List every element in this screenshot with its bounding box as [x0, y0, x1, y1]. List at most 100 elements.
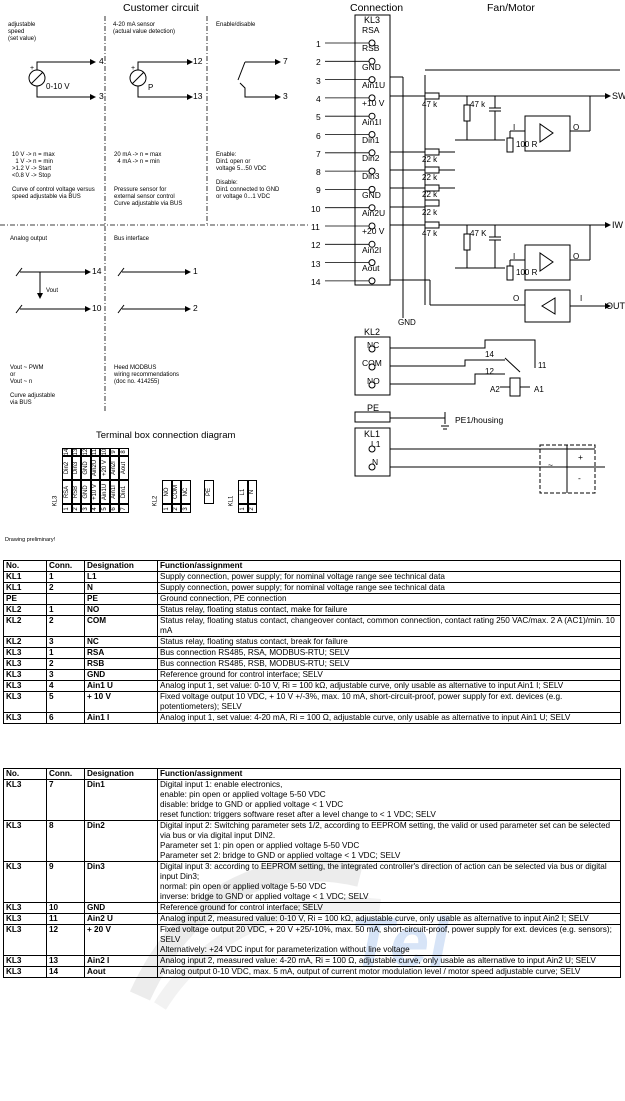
tbox-kl3-bottom: RSA	[62, 480, 72, 504]
table-cell: 3	[46, 636, 85, 648]
terminal-circle	[368, 185, 376, 193]
table-cell: KL3	[3, 691, 47, 713]
kl3-number: 13	[311, 258, 321, 269]
tbox-kl3-topnum: 10	[100, 448, 110, 456]
supply-plus-mark: +	[578, 452, 583, 462]
terminal-circle	[368, 240, 376, 248]
t2-col-conn: Conn.	[46, 768, 85, 780]
bus-interface-description: Heed MODBUS wiring recommendations (doc …	[114, 365, 180, 385]
svg-text:+: +	[30, 65, 34, 72]
tbox-kl3-topnum-text: 9	[111, 450, 118, 454]
tbox-kl3-topnum: 14	[62, 448, 72, 456]
table-cell: KL3	[3, 658, 47, 670]
table-cell: Supply connection, power supply; for nom…	[157, 582, 621, 594]
speed-terminal-a: 4	[99, 56, 104, 66]
terminal-circle	[368, 381, 376, 389]
t1-col-conn: Conn.	[46, 560, 85, 572]
sensor-description: 20 mA -> n = max 4 mA -> n = min Pressur…	[114, 152, 183, 207]
tbox-kl2-num: 2	[171, 504, 181, 513]
tbox-kl2-pin: COM	[171, 480, 181, 504]
tbox-kl3-num: 4	[90, 504, 100, 513]
tbox-kl3-top-text: Aout	[120, 461, 127, 475]
table-cell: 3	[46, 669, 85, 681]
table-cell: Analog output 0-10 VDC, max. 5 mA, outpu…	[157, 966, 621, 978]
customer-circuit-heading: Customer circuit	[123, 2, 199, 14]
kl1-pin-l1: L1	[371, 439, 381, 449]
tbox-pe-text: PE	[205, 487, 212, 497]
tbox-kl3-bottom: +10 V	[90, 480, 100, 504]
table-cell: NC	[84, 636, 158, 648]
table-cell: KL2	[3, 615, 47, 637]
tbox-kl2-num-text: 3	[182, 506, 189, 511]
analog-terminal-b: 10	[92, 303, 102, 313]
terminal-circle	[368, 131, 376, 138]
terminal-circle	[368, 167, 376, 175]
terminal-circle	[368, 94, 376, 102]
tbox-kl2-num: 1	[162, 504, 172, 513]
tbox-kl3-label: KL3	[52, 495, 59, 507]
table-cell: 12	[46, 924, 85, 956]
t2-col-designation: Designation	[84, 768, 158, 780]
table-cell: 1	[46, 571, 85, 583]
tbox-kl1-pin-text: L1	[239, 488, 246, 496]
t1-col-function: Function/assignment	[157, 560, 621, 572]
kl3-pin: Aout	[362, 262, 380, 273]
resistor-r3: 100 R	[516, 140, 538, 149]
io-letter-6: I	[580, 294, 583, 303]
table-cell: Status relay, floating status contact, b…	[157, 636, 621, 648]
table-cell: Digital input 1: enable electronics, ena…	[157, 779, 621, 821]
connection-heading: Connection	[350, 2, 404, 14]
enable-description: Enable: Din1 open or voltage 5...50 VDC …	[216, 152, 280, 200]
bus-interface-lines	[117, 267, 185, 314]
enable-terminal-a: 7	[283, 56, 288, 66]
terminal-circle	[368, 259, 376, 267]
terminal-circle	[368, 149, 376, 157]
terminal-circle	[368, 204, 376, 212]
table-cell: PE	[84, 593, 158, 605]
table-cell: RSA	[84, 647, 158, 659]
sensor-source-label: P	[148, 83, 154, 92]
tbox-kl3-topnum-text: 14	[63, 448, 70, 456]
tbox-kl1-pin: N	[247, 480, 257, 504]
table-cell: Analog input 1, set value: 0-10 V, Ri = …	[157, 680, 621, 692]
table-cell: Bus connection RS485, RSB, MODBUS-RTU; S…	[157, 658, 621, 670]
kl3-pin: Ain1U	[362, 79, 386, 90]
svg-text:+: +	[131, 65, 135, 72]
tbox-kl3-top-text: Ain2U	[92, 459, 99, 477]
kl3-pin: RSB	[362, 43, 380, 54]
tbox-kl3-bottom-text: Ain1U	[101, 483, 108, 501]
tbox-kl3-bottom-text: +10 V	[92, 484, 99, 500]
supply-minus-mark: -	[578, 473, 581, 483]
table-cell: KL3	[3, 820, 47, 862]
tbox-kl3-bottom: RSB	[71, 480, 81, 504]
kl3-pin: GND	[362, 61, 381, 72]
tbox-kl3-num: 6	[109, 504, 119, 513]
table-cell: + 10 V	[84, 691, 158, 713]
table-cell: KL3	[3, 955, 47, 967]
resistor-r2: 47 k	[470, 100, 486, 109]
table-cell: KL3	[3, 861, 47, 903]
table-cell: KL3	[3, 924, 47, 956]
table-cell: Reference ground for control interface; …	[157, 902, 621, 914]
tbox-kl1-pin: L1	[238, 480, 248, 504]
tbox-kl3-topnum: 13	[71, 448, 81, 456]
tbox-kl3-num: 2	[71, 504, 81, 513]
tbox-kl3-topnum: 8	[119, 448, 129, 456]
tbox-kl3-bottom: Ain1U	[100, 480, 110, 504]
table-cell: Digital input 2: Switching parameter set…	[157, 820, 621, 862]
terminal-box-heading: Terminal box connection diagram	[96, 430, 236, 441]
tbox-kl3-bottom-text: Din1	[120, 485, 127, 499]
tbox-kl3-num-text: 4	[92, 506, 99, 511]
tbox-kl3-num-text: 3	[82, 506, 89, 511]
tbox-kl2-pin-text: NC	[182, 487, 189, 497]
tbox-kl3-num: 5	[100, 504, 110, 513]
bus-terminal-b: 2	[193, 303, 198, 313]
speed-potentiometer	[28, 61, 90, 98]
tbox-kl1-num-text: 1	[239, 506, 246, 511]
